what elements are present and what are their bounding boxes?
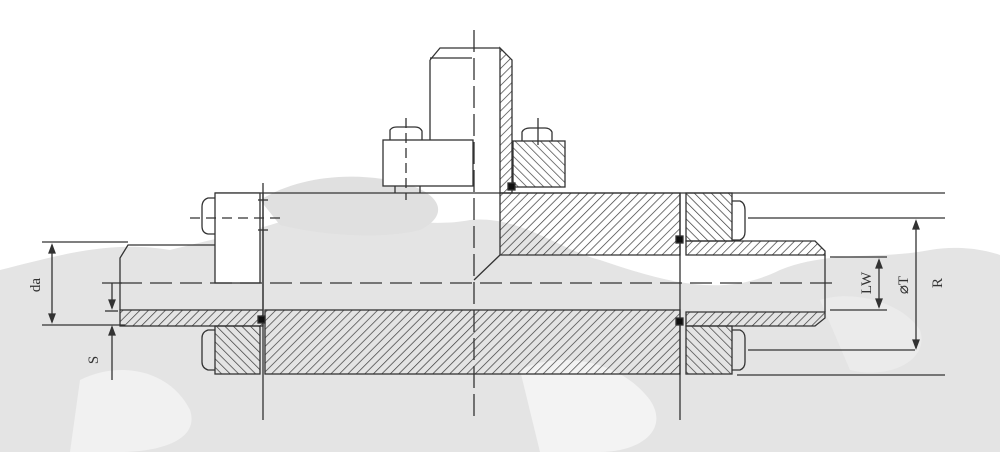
dim-label-s: S [86,356,102,364]
dim-label-r: R [930,278,946,288]
dim-label-t: ⌀T [896,276,912,294]
drawing-lines [42,30,945,420]
dim-label-lw: LW [859,271,875,294]
dim-label-da: da [28,278,44,293]
